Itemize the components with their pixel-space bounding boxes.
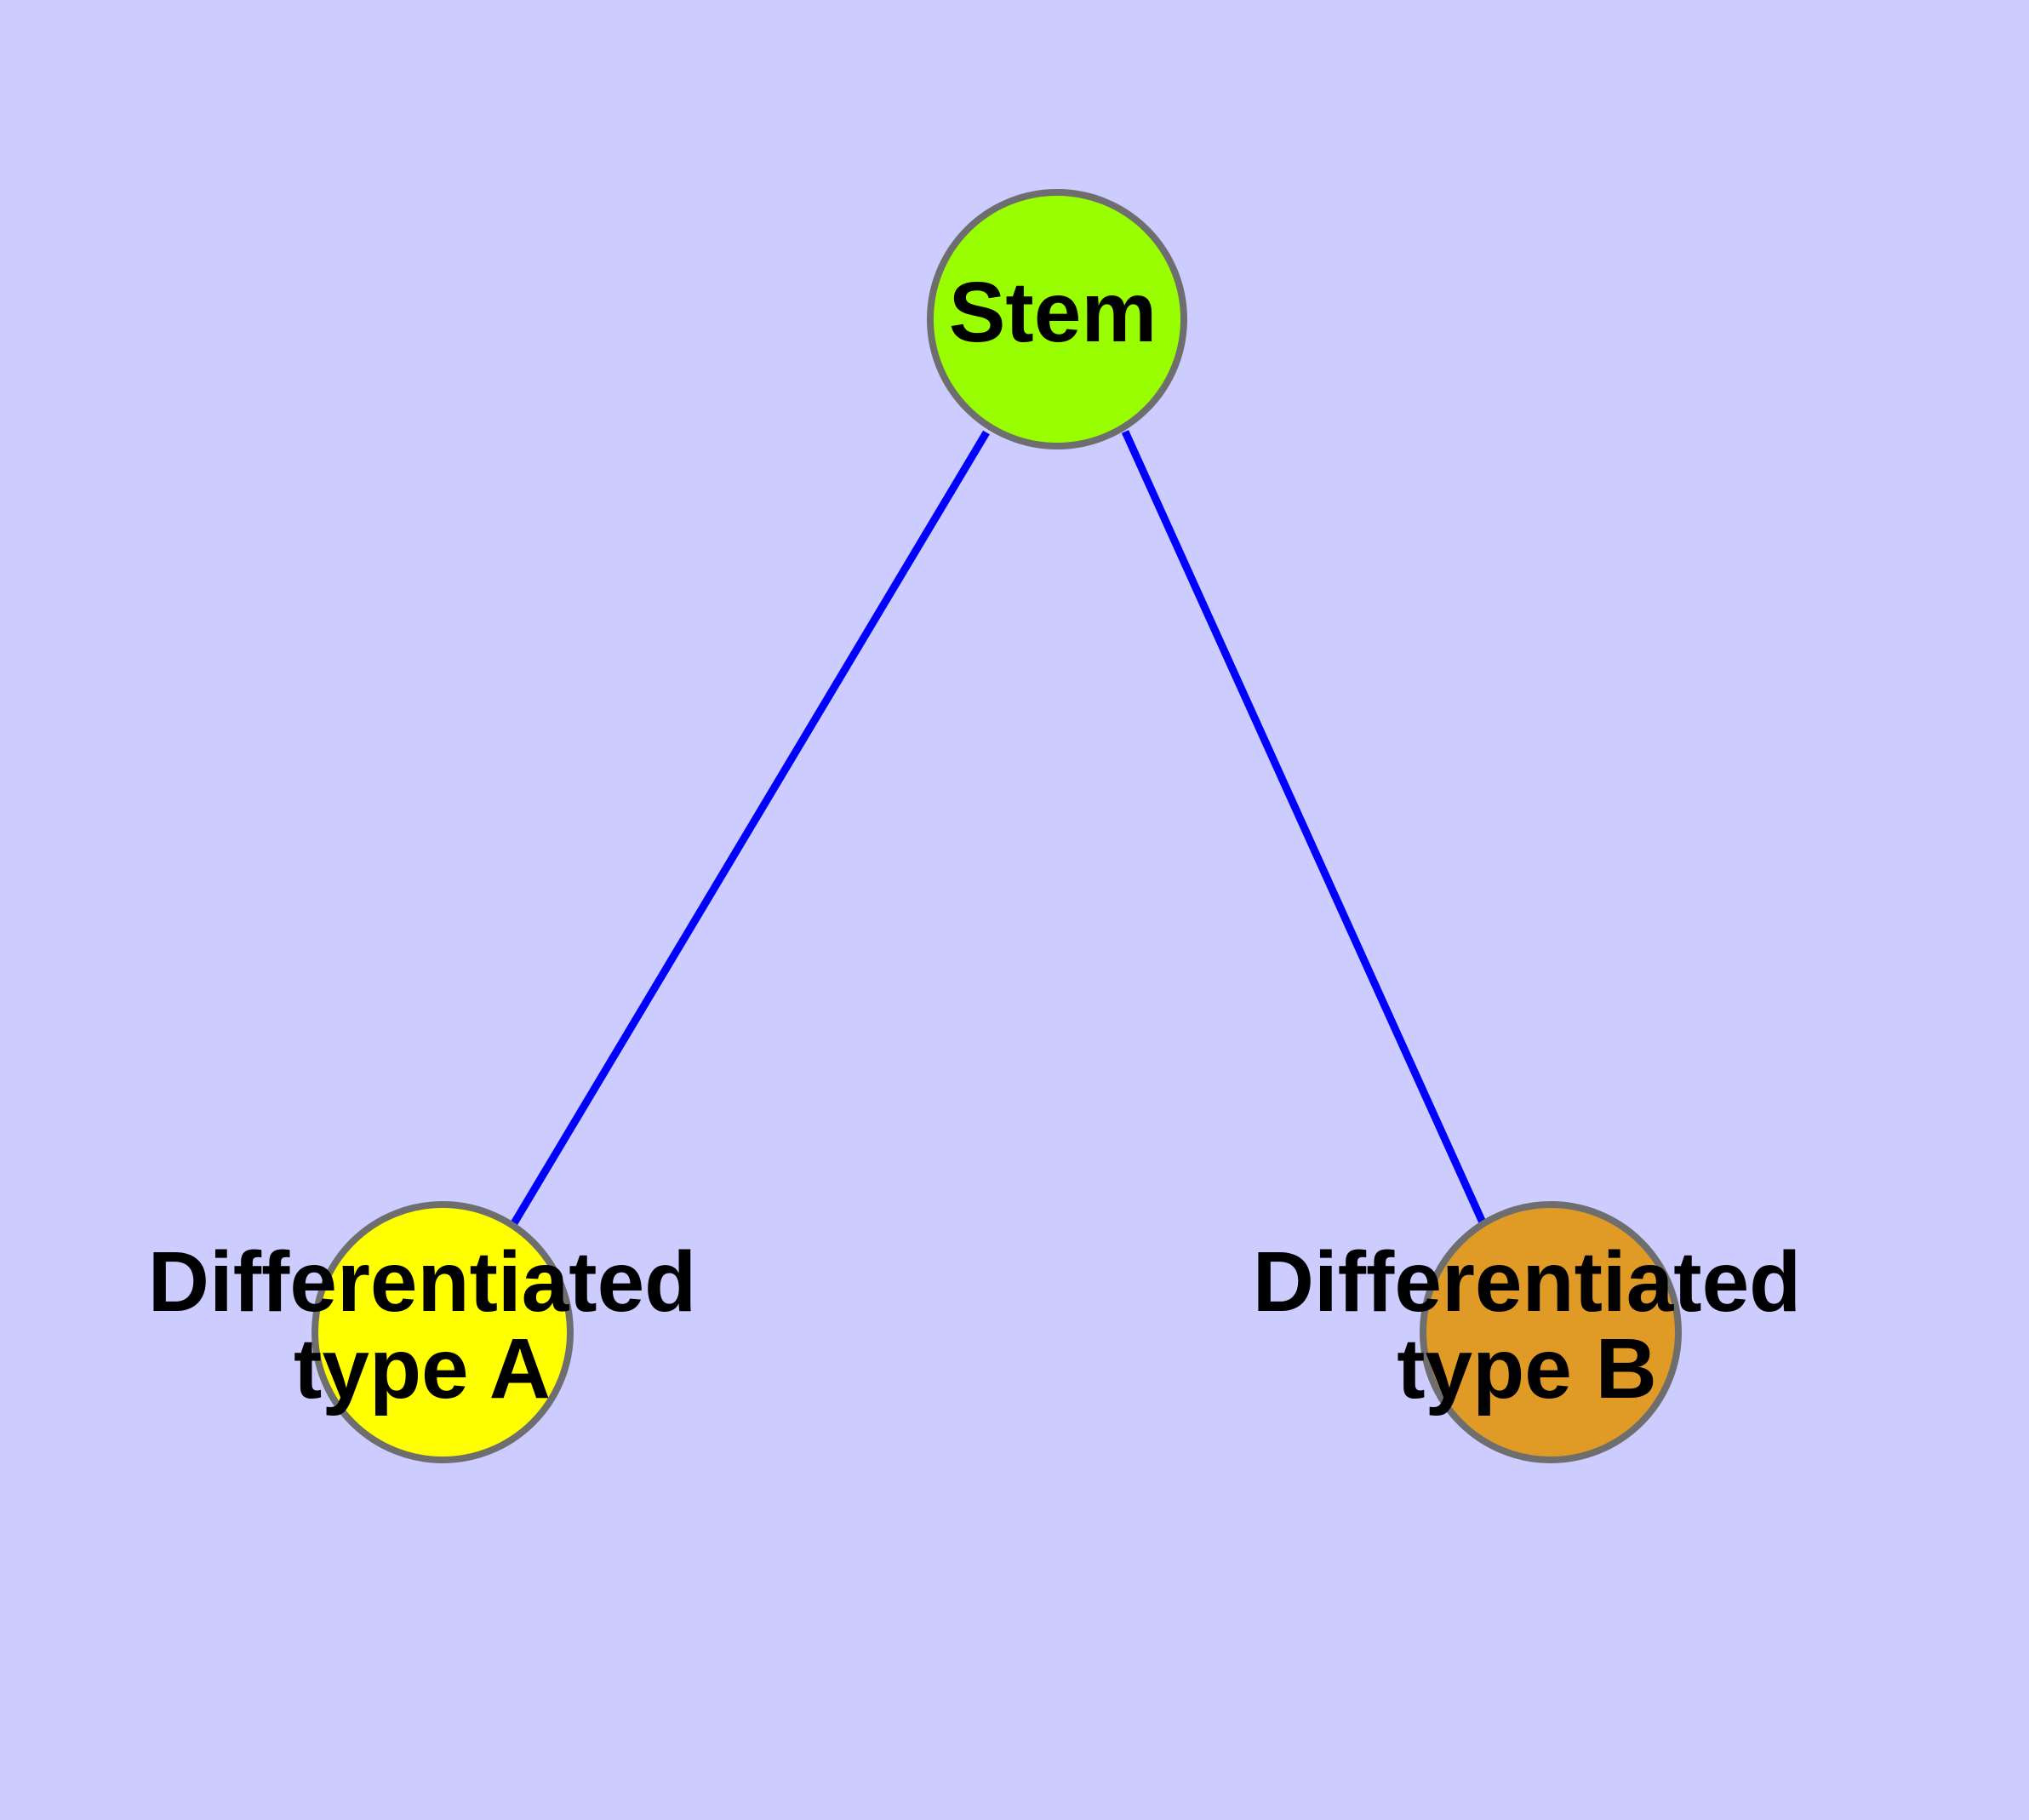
edges-group [511,430,1487,1226]
node-label-line: type B [1397,1321,1657,1417]
node-differentiated-type-a[interactable] [311,1201,574,1463]
node-stem[interactable] [927,189,1187,449]
nodes-group [311,189,1682,1463]
node-label-line: Stem [949,265,1157,360]
edge-stem-to-differentiated-type-a[interactable] [511,430,990,1226]
node-label-line: Differentiated [148,1234,697,1330]
node-label-line: Differentiated [1253,1234,1802,1330]
edge-stem-to-differentiated-type-b[interactable] [1121,430,1487,1224]
node-label-line: type A [294,1321,551,1417]
node-differentiated-type-b[interactable] [1420,1201,1682,1463]
node-label-stem: Stem [949,265,1157,360]
